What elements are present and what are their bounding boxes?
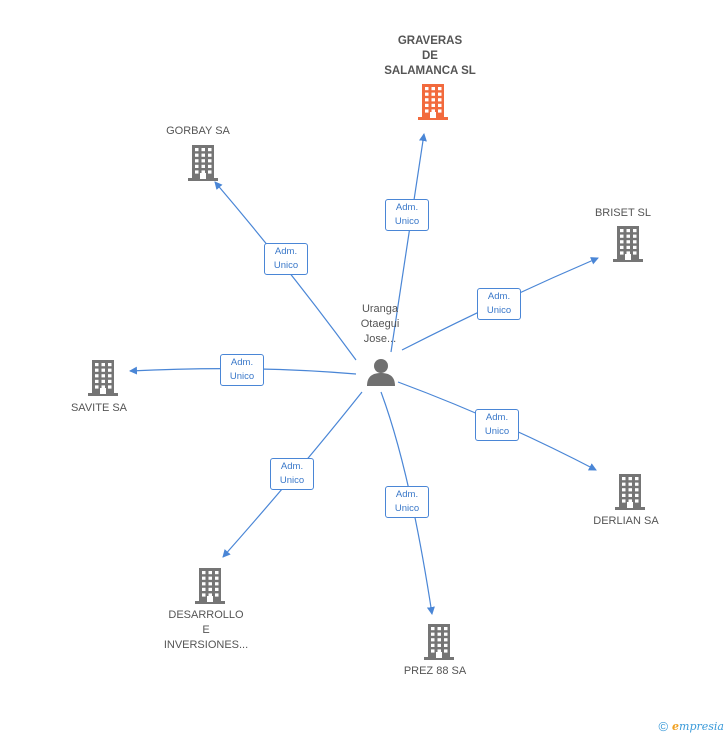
center-name-line-3: Jose... xyxy=(363,333,397,345)
building-icon-graveras[interactable] xyxy=(417,84,449,125)
center-name-line-2: Otaegui xyxy=(360,318,400,330)
role-text: Adm. xyxy=(487,291,511,302)
role-text: Unico xyxy=(279,475,305,486)
role-text: Adm. xyxy=(230,357,254,368)
center-person-label[interactable]: Uranga Otaegui Jose... xyxy=(340,302,420,347)
role-text: Unico xyxy=(229,371,255,382)
company-label-line: PREZ 88 SA xyxy=(403,665,467,677)
company-label-line: E xyxy=(202,624,210,636)
company-label-line: SAVITE SA xyxy=(70,402,128,414)
company-label-line: BRISET SL xyxy=(594,207,652,219)
role-text: Adm. xyxy=(280,461,304,472)
role-badge-briset[interactable]: Adm. Unico xyxy=(477,288,521,320)
role-text: Adm. xyxy=(485,412,509,423)
role-text: Unico xyxy=(484,426,510,437)
company-label-line: SALAMANCA SL xyxy=(384,65,476,77)
building-icon-savite[interactable] xyxy=(87,360,119,401)
company-label-line: GRAVERAS xyxy=(397,35,463,47)
edges xyxy=(129,133,599,615)
role-badge-prez[interactable]: Adm. Unico xyxy=(385,486,429,518)
building-icon-prez[interactable] xyxy=(423,624,455,665)
brand-name: mpresia xyxy=(679,720,724,733)
company-label-desarrollo[interactable]: DESARROLLO E INVERSIONES... xyxy=(151,608,261,653)
role-text: Adm. xyxy=(395,202,419,213)
company-label-prez[interactable]: PREZ 88 SA xyxy=(395,664,475,679)
footer-credit: © empresia xyxy=(658,719,724,734)
company-label-line: DESARROLLO xyxy=(168,609,244,621)
role-text: Adm. xyxy=(274,246,298,257)
company-label-briset[interactable]: BRISET SL xyxy=(583,206,663,221)
edge-graveras xyxy=(390,133,427,353)
role-text: Adm. xyxy=(395,489,419,500)
role-text: Unico xyxy=(394,503,420,514)
person-icon[interactable] xyxy=(366,358,396,386)
company-label-line: DERLIAN SA xyxy=(593,515,659,527)
company-label-derlian[interactable]: DERLIAN SA xyxy=(586,514,666,529)
role-text: Unico xyxy=(273,260,299,271)
role-badge-desarrollo[interactable]: Adm. Unico xyxy=(270,458,314,490)
role-text: Unico xyxy=(394,216,420,227)
building-icon-gorbay[interactable] xyxy=(187,145,219,186)
company-label-gorbay[interactable]: GORBAY SA xyxy=(148,124,248,139)
role-badge-gorbay[interactable]: Adm. Unico xyxy=(264,243,308,275)
brand-initial: e xyxy=(672,720,680,733)
building-icon-briset[interactable] xyxy=(612,226,644,267)
building-icon-derlian[interactable] xyxy=(614,474,646,515)
role-badge-graveras[interactable]: Adm. Unico xyxy=(385,199,429,231)
company-label-graveras[interactable]: GRAVERAS DE SALAMANCA SL xyxy=(370,34,490,79)
company-label-line: INVERSIONES... xyxy=(163,639,249,651)
role-text: Unico xyxy=(486,305,512,316)
center-name-line-1: Uranga xyxy=(361,303,399,315)
empresia-logo[interactable]: empresia xyxy=(672,720,724,733)
company-label-line: GORBAY SA xyxy=(166,125,230,137)
role-badge-savite[interactable]: Adm. Unico xyxy=(220,354,264,386)
company-label-savite[interactable]: SAVITE SA xyxy=(59,401,139,416)
company-label-line: DE xyxy=(422,50,438,62)
copyright-symbol: © xyxy=(658,719,669,734)
role-badge-derlian[interactable]: Adm. Unico xyxy=(475,409,519,441)
building-icon-desarrollo[interactable] xyxy=(194,568,226,609)
